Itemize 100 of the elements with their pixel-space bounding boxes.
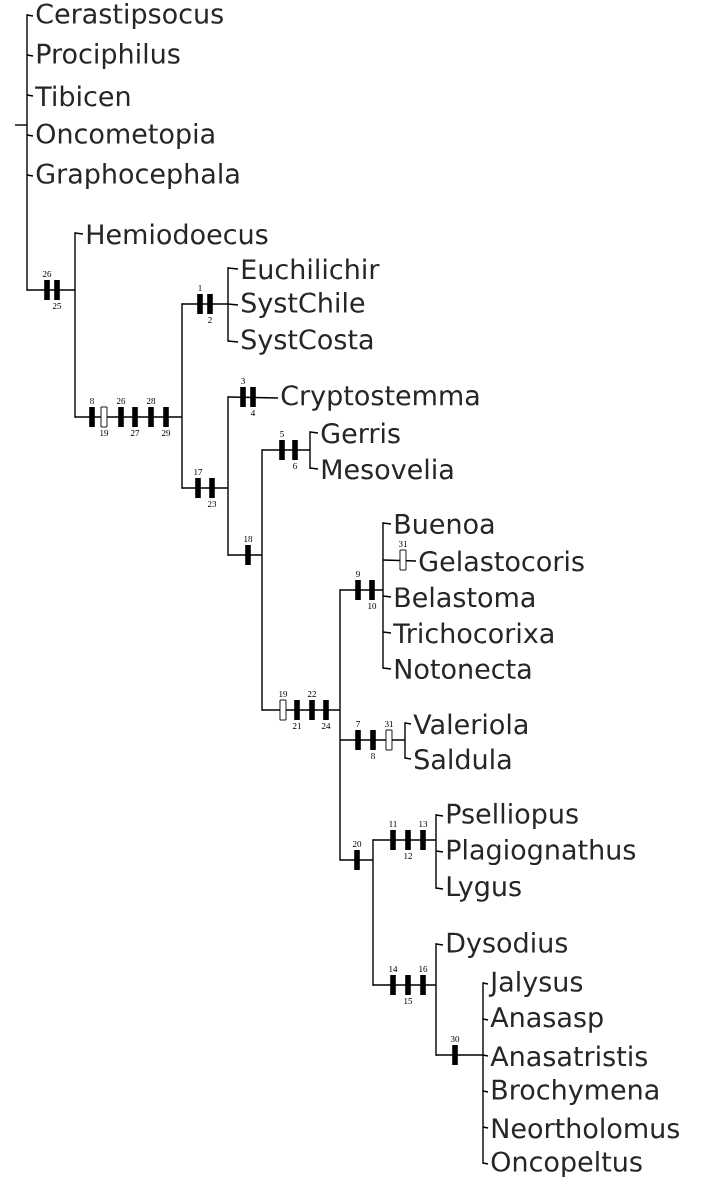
- taxon-label: Hemiodoecus: [87, 223, 268, 245]
- branch-line: [74, 232, 84, 235]
- character-number: 23: [207, 501, 217, 508]
- taxon-label: Notonecta: [395, 658, 531, 680]
- branch-line: [26, 174, 34, 177]
- branch-line: [382, 595, 392, 598]
- taxon-label: Pselliopus: [447, 802, 578, 830]
- taxon-label: Gerris: [321, 422, 400, 444]
- character-number: 7: [356, 721, 360, 727]
- character-number: 27: [130, 430, 140, 436]
- branch-line: [181, 303, 229, 305]
- branch-line: [309, 431, 319, 434]
- branch-line: [382, 522, 392, 525]
- branch-line: [26, 14, 34, 17]
- character-number: 12: [404, 853, 412, 859]
- character-number: 13: [419, 821, 428, 828]
- character-number: 19: [100, 430, 109, 437]
- branch-line: [482, 1126, 489, 1129]
- taxon-label: Dysodius: [447, 931, 568, 959]
- character-number: 17: [194, 469, 203, 475]
- branch-line: [26, 289, 76, 291]
- branch-line: [382, 667, 392, 670]
- character-number: 29: [161, 430, 171, 437]
- character-number: 18: [244, 535, 253, 543]
- character-number: 15: [404, 998, 413, 1005]
- taxon-label: Mesovelia: [322, 458, 453, 480]
- taxon-label: Cerastipsocus: [36, 2, 223, 30]
- character-number: 28: [146, 397, 156, 405]
- branch-line: [482, 1054, 489, 1057]
- branch-line: [372, 839, 437, 841]
- character-number: 26: [116, 398, 126, 405]
- character-number: 24: [321, 723, 331, 729]
- taxon-label: SystCosta: [242, 329, 373, 355]
- branch-line: [227, 340, 239, 343]
- branch-line: [227, 554, 263, 556]
- character-number: 22: [307, 691, 316, 697]
- taxon-label: Belastoma: [395, 586, 534, 608]
- branch-line: [339, 859, 374, 861]
- character-number: 8: [371, 752, 375, 760]
- character-number: 25: [52, 303, 62, 310]
- branch-line: [74, 416, 183, 418]
- taxon-label: Saldula: [415, 748, 511, 770]
- character-number: 2: [208, 317, 212, 323]
- character-number: 1: [198, 285, 202, 291]
- branch-line: [26, 134, 34, 137]
- branch-line: [482, 1162, 489, 1165]
- branch-line: [14, 124, 28, 126]
- branch-line: [227, 396, 279, 399]
- taxon-label: Gelastocoris: [419, 550, 584, 572]
- taxon-label: Neortholomus: [492, 1117, 680, 1139]
- branch-line: [261, 449, 311, 451]
- character-number: 9: [356, 571, 360, 578]
- branch-line: [404, 722, 412, 725]
- taxon-label: SystChile: [242, 291, 365, 319]
- character-number: 20: [352, 840, 362, 848]
- branch-line: [181, 487, 229, 489]
- branch-line: [26, 94, 34, 97]
- character-number: 31: [398, 541, 407, 548]
- character-number: 3: [241, 378, 245, 385]
- character-number: 30: [450, 1035, 460, 1043]
- branch-line: [435, 814, 444, 817]
- branch-line: [339, 589, 384, 591]
- branch-line: [435, 850, 444, 853]
- character-number: 5: [280, 431, 284, 437]
- taxon-label: Graphocephala: [36, 162, 239, 190]
- character-number: 11: [389, 821, 397, 827]
- branch-line: [309, 467, 319, 470]
- taxon-label: Prociphilus: [37, 42, 180, 70]
- taxon-label: Anasatristis: [490, 1045, 648, 1067]
- taxon-label: Oncopeltus: [491, 1150, 642, 1178]
- taxon-label: Jalysus: [488, 970, 583, 998]
- taxon-label: Trichocorixa: [393, 622, 553, 644]
- taxon-label: Euchilichir: [242, 258, 380, 280]
- taxon-label: Oncometopia: [36, 122, 214, 150]
- branch-line: [372, 984, 437, 986]
- character-number: 26: [42, 271, 52, 278]
- branch-line: [482, 1090, 489, 1093]
- character-number: 16: [419, 966, 428, 973]
- branch-line: [482, 1018, 489, 1021]
- branch-line: [382, 559, 417, 562]
- character-number: 6: [293, 463, 297, 470]
- character-number: 31: [384, 721, 393, 728]
- character-number: 21: [292, 723, 301, 729]
- character-number: 19: [279, 691, 288, 698]
- taxon-label: Anasasp: [490, 1007, 603, 1033]
- branch-line: [435, 943, 444, 946]
- branch-line: [339, 739, 406, 741]
- character-number: 14: [389, 966, 398, 972]
- taxon-label: Lygus: [447, 876, 521, 902]
- branch-line: [482, 982, 489, 985]
- branch-line: [26, 54, 34, 57]
- branch-line: [404, 757, 412, 760]
- character-number: 4: [250, 410, 256, 416]
- branch-line: [435, 1054, 484, 1056]
- taxon-label: Buenoa: [395, 513, 494, 535]
- branch-line: [227, 303, 239, 306]
- taxon-label: Tibicen: [35, 85, 130, 107]
- taxon-label: Valeriola: [413, 713, 527, 735]
- branch-line: [227, 267, 239, 270]
- taxon-label: Cryptostemma: [281, 385, 479, 411]
